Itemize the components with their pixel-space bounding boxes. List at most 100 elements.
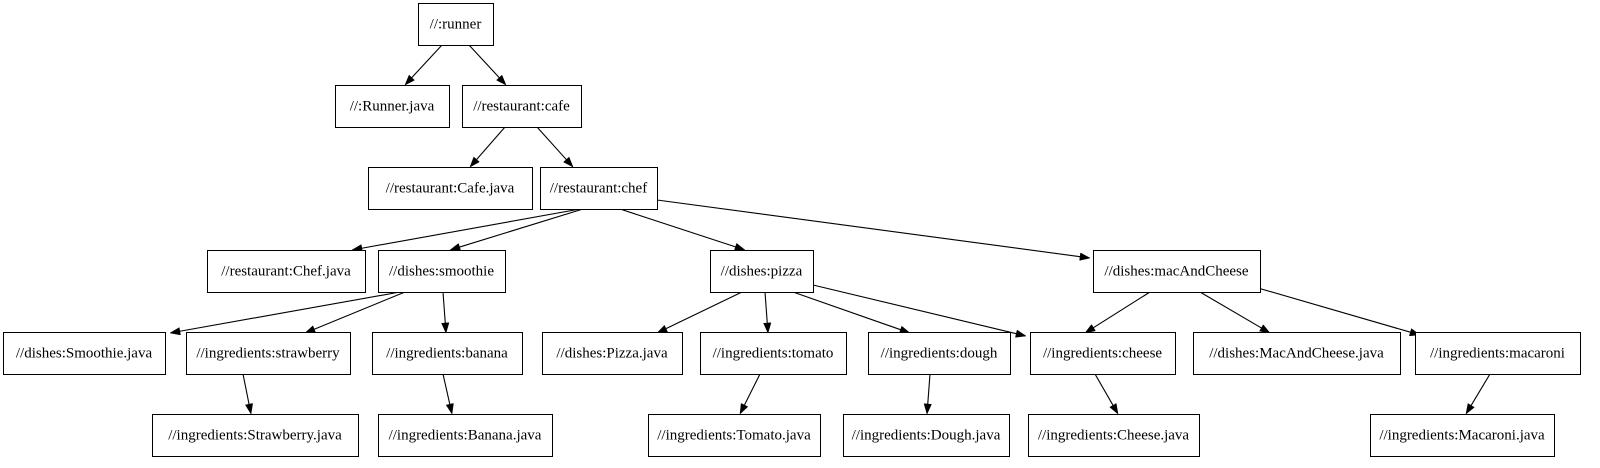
node-box[interactable] — [1415, 332, 1581, 375]
node-runner_java[interactable]: //:Runner.java — [335, 85, 450, 128]
node-restaurant_chef_java[interactable]: //restaurant:Chef.java — [207, 250, 366, 293]
node-box[interactable] — [1028, 414, 1200, 457]
edge-line — [411, 44, 443, 79]
edge-line — [1093, 291, 1151, 329]
edge-dishes_macandcheese-to-ing_cheese — [1084, 291, 1151, 334]
edge-ing_tomato-to-ing_tomato_java — [739, 373, 761, 415]
edge-dishes_macandcheese-to-dishes_macandcheese_java — [1199, 291, 1271, 334]
node-ing_banana[interactable]: //ingredients:banana — [372, 332, 523, 375]
node-box[interactable] — [372, 332, 523, 375]
node-dishes_macandcheese[interactable]: //dishes:macAndCheese — [1093, 250, 1261, 293]
node-box[interactable] — [710, 250, 814, 293]
node-label: //dishes:Pizza.java — [556, 345, 668, 361]
node-box[interactable] — [540, 167, 658, 210]
edge-line — [619, 208, 736, 248]
node-box[interactable] — [186, 332, 351, 375]
node-box[interactable] — [1030, 332, 1176, 375]
node-box[interactable] — [335, 85, 450, 128]
node-ing_strawberry[interactable]: //ingredients:strawberry — [186, 332, 351, 375]
node-dishes_pizza_java[interactable]: //dishes:Pizza.java — [542, 332, 683, 375]
edge-ing_banana-to-ing_banana_java — [442, 373, 454, 415]
node-box[interactable] — [1093, 250, 1261, 293]
node-box[interactable] — [418, 3, 494, 46]
node-box[interactable] — [868, 332, 1011, 375]
node-box[interactable] — [378, 414, 553, 457]
node-ing_cheese_java[interactable]: //ingredients:Cheese.java — [1028, 414, 1200, 457]
node-box[interactable] — [207, 250, 366, 293]
edge-line — [361, 208, 581, 249]
edge-line — [1094, 373, 1114, 406]
node-box[interactable] — [700, 332, 847, 375]
node-label: //ingredients:Cheese.java — [1038, 427, 1190, 443]
node-box[interactable] — [843, 414, 1010, 457]
edge-restaurant_cafe-to-restaurant_chef — [536, 126, 574, 168]
node-ing_strawberry_java[interactable]: //ingredients:Strawberry.java — [152, 414, 359, 457]
node-box[interactable] — [3, 332, 166, 375]
edge-line — [656, 199, 1081, 258]
node-label: //ingredients:cheese — [1043, 345, 1162, 361]
node-runner[interactable]: //:runner — [418, 3, 494, 46]
arrowhead-icon — [169, 327, 181, 336]
node-dishes_pizza[interactable]: //dishes:pizza — [710, 250, 814, 293]
node-dishes_smoothie_java[interactable]: //dishes:Smoothie.java — [3, 332, 166, 375]
node-box[interactable] — [648, 414, 821, 457]
edge-dishes_smoothie-to-dishes_smoothie_java — [169, 291, 401, 336]
node-box[interactable] — [1370, 414, 1555, 457]
node-box[interactable] — [152, 414, 359, 457]
node-ing_dough[interactable]: //ingredients:dough — [868, 332, 1011, 375]
node-box[interactable] — [1193, 332, 1401, 375]
node-label: //restaurant:Cafe.java — [386, 180, 515, 196]
node-restaurant_cafe_java[interactable]: //restaurant:Cafe.java — [368, 167, 533, 210]
node-label: //restaurant:chef — [550, 180, 647, 196]
arrowhead-icon — [763, 322, 772, 334]
node-ing_macaroni[interactable]: //ingredients:macaroni — [1415, 332, 1581, 375]
edge-line — [927, 373, 931, 405]
node-label: //ingredients:tomato — [713, 345, 834, 361]
arrowhead-icon — [923, 403, 932, 415]
edge-line — [743, 373, 761, 406]
edge-line — [812, 284, 1017, 335]
node-dishes_smoothie[interactable]: //dishes:smoothie — [378, 250, 506, 293]
node-ing_banana_java[interactable]: //ingredients:Banana.java — [378, 414, 553, 457]
edge-line — [459, 208, 584, 248]
node-label: //ingredients:macaroni — [1430, 345, 1565, 361]
node-box[interactable] — [368, 167, 533, 210]
node-restaurant_chef[interactable]: //restaurant:chef — [540, 167, 658, 210]
edge-ing_dough-to-ing_dough_java — [923, 373, 932, 415]
edge-line — [179, 291, 401, 332]
arrowhead-icon — [449, 243, 461, 251]
edge-line — [442, 373, 451, 405]
edge-line — [792, 291, 901, 331]
node-ing_macaroni_java[interactable]: //ingredients:Macaroni.java — [1370, 414, 1555, 457]
edge-runner-to-restaurant_cafe — [468, 44, 507, 86]
node-label: //ingredients:strawberry — [196, 345, 340, 361]
node-ing_tomato[interactable]: //ingredients:tomato — [700, 332, 847, 375]
node-ing_cheese[interactable]: //ingredients:cheese — [1030, 332, 1176, 375]
arrowhead-icon — [656, 324, 668, 334]
edge-line — [242, 373, 250, 405]
node-label: //restaurant:Chef.java — [221, 263, 351, 279]
arrowhead-icon — [1015, 329, 1027, 338]
edge-line — [1257, 287, 1411, 333]
node-label: //ingredients:banana — [386, 345, 508, 361]
node-dishes_macandcheese_java[interactable]: //dishes:MacAndCheese.java — [1193, 332, 1401, 375]
node-box[interactable] — [378, 250, 506, 293]
node-label: //dishes:Smoothie.java — [16, 345, 153, 361]
edge-dishes_smoothie-to-ing_strawberry — [304, 291, 406, 334]
edge-ing_strawberry-to-ing_strawberry_java — [242, 373, 253, 415]
edge-restaurant_cafe-to-restaurant_cafe_java — [469, 126, 506, 168]
node-label: //:Runner.java — [350, 98, 435, 114]
node-restaurant_cafe[interactable]: //restaurant:cafe — [462, 85, 582, 128]
node-box[interactable] — [462, 85, 582, 128]
edge-dishes_pizza-to-ing_cheese — [812, 284, 1027, 338]
arrowhead-icon — [563, 156, 574, 168]
node-label: //ingredients:dough — [881, 345, 998, 361]
node-box[interactable] — [542, 332, 683, 375]
node-ing_dough_java[interactable]: //ingredients:Dough.java — [843, 414, 1010, 457]
arrowhead-icon — [441, 322, 450, 334]
node-label: //ingredients:Strawberry.java — [168, 427, 342, 443]
node-ing_tomato_java[interactable]: //ingredients:Tomato.java — [648, 414, 821, 457]
edge-dishes_pizza-to-ing_dough — [792, 291, 911, 334]
